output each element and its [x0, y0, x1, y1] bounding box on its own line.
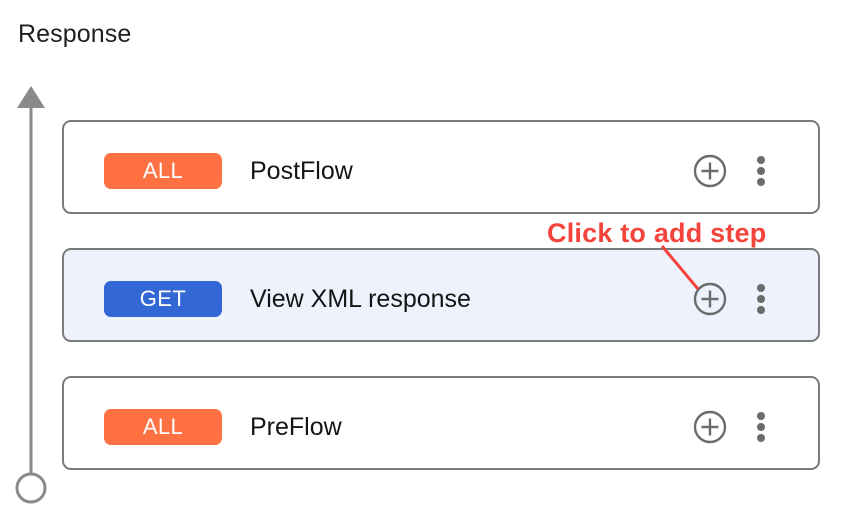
plus-circle-icon	[693, 154, 727, 188]
kebab-dot	[757, 167, 765, 175]
annotation-label: Click to add step	[547, 218, 767, 248]
method-badge: ALL	[104, 153, 222, 189]
kebab-dot	[757, 284, 765, 292]
plus-circle-icon	[693, 282, 727, 316]
kebab-dot	[757, 412, 765, 420]
kebab-menu-button[interactable]	[751, 282, 771, 316]
kebab-dot	[757, 423, 765, 431]
add-step-button[interactable]	[693, 282, 727, 316]
flow-card-label: PostFlow	[250, 157, 353, 185]
add-step-button[interactable]	[693, 154, 727, 188]
flow-direction-axis	[8, 84, 56, 504]
flow-axis-graphic	[15, 86, 47, 504]
kebab-dot	[757, 178, 765, 186]
kebab-menu-button[interactable]	[751, 154, 771, 188]
kebab-dot	[757, 295, 765, 303]
kebab-dot	[757, 434, 765, 442]
page-title: Response	[18, 20, 132, 48]
arrow-up-icon	[17, 86, 45, 108]
flow-card-view-xml-response[interactable]: GET View XML response	[62, 248, 820, 342]
method-badge: ALL	[104, 409, 222, 445]
flow-card-label: View XML response	[250, 285, 471, 313]
kebab-dot	[757, 306, 765, 314]
add-step-button[interactable]	[693, 410, 727, 444]
kebab-dot	[757, 156, 765, 164]
flow-card-postflow[interactable]: ALL PostFlow	[62, 120, 820, 214]
kebab-menu-button[interactable]	[751, 410, 771, 444]
method-badge: GET	[104, 281, 222, 317]
flow-card-preflow[interactable]: ALL PreFlow	[62, 376, 820, 470]
flow-card-label: PreFlow	[250, 413, 342, 441]
axis-endpoint-circle-icon	[15, 472, 47, 504]
plus-circle-icon	[693, 410, 727, 444]
